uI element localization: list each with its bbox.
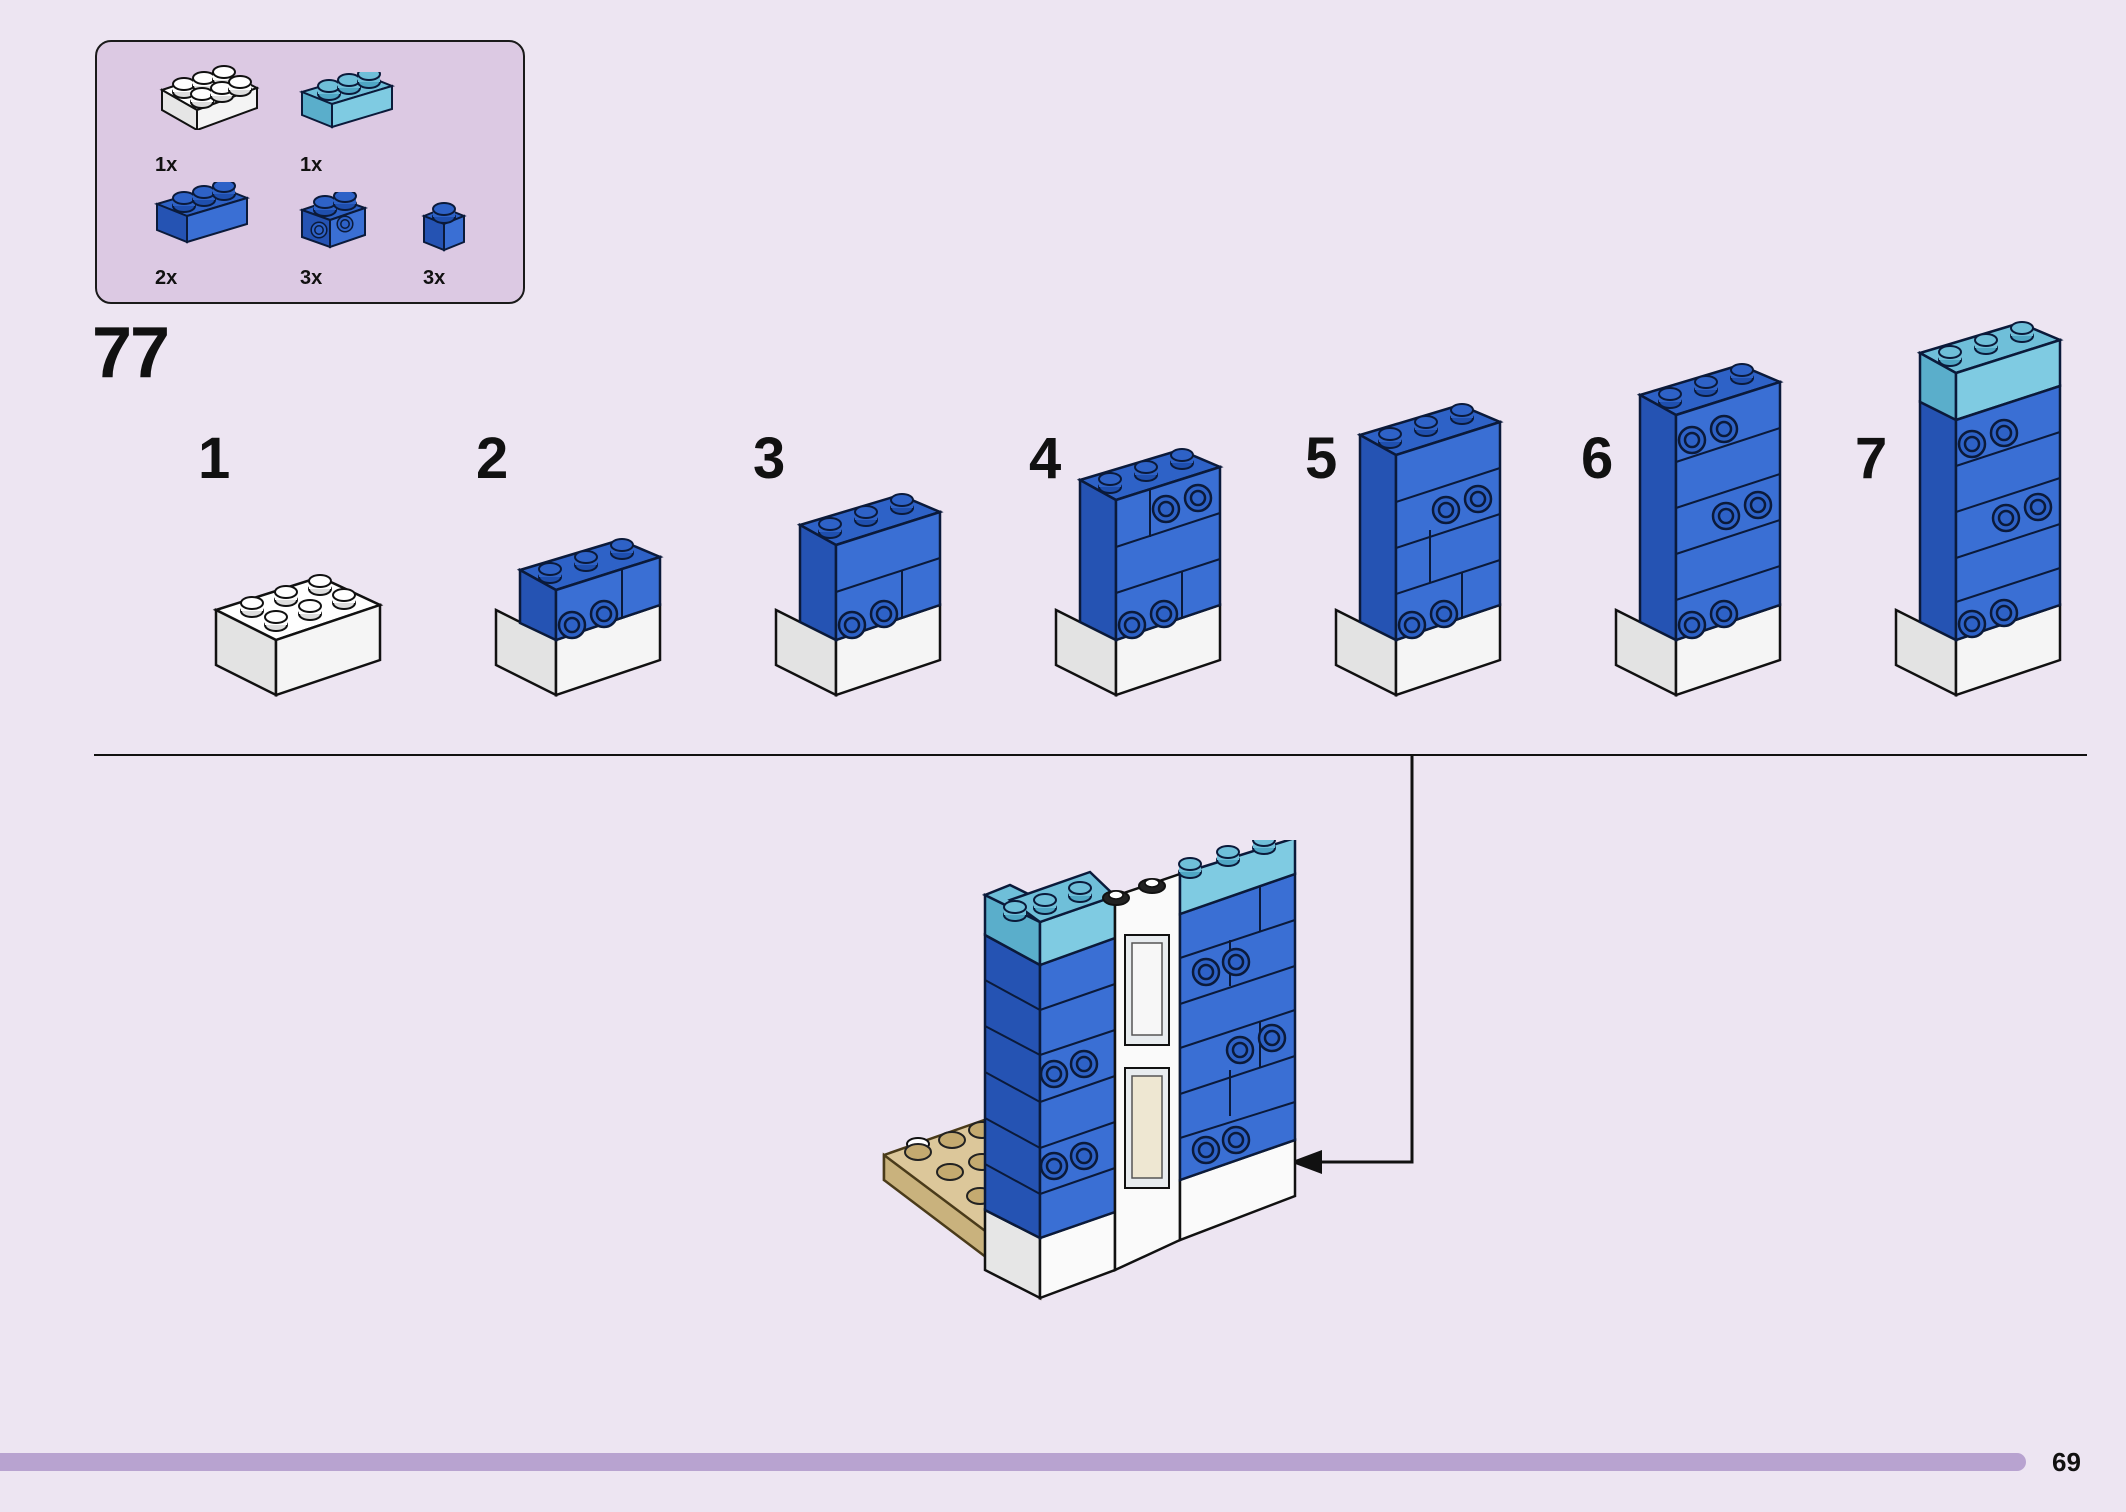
page-footer-bar: [0, 1453, 2026, 1471]
substep-model-6: [1614, 363, 1784, 698]
parts-list-box: 1x 1x 2x 3x 3x: [95, 40, 525, 304]
substep-model-1: [212, 574, 384, 698]
section-divider: [94, 754, 2087, 756]
substep-number-1: 1: [198, 426, 231, 491]
substep-model-2: [494, 538, 664, 698]
substep-number-5: 5: [1305, 426, 1338, 491]
callout-arrow: [1290, 754, 1414, 1174]
page-number: 69: [2052, 1447, 2081, 1477]
brick-2x3-white-icon: [159, 65, 260, 130]
part-quantity: 2x: [155, 267, 178, 289]
brick-1x3-lightblue-icon: [298, 72, 396, 129]
brick-1x1-blue-icon: [421, 202, 467, 252]
substep-model-4: [1054, 448, 1224, 698]
main-assembly-model: [882, 840, 1297, 1301]
substep-number-6: 6: [1581, 426, 1614, 491]
substep-number-4: 4: [1029, 426, 1062, 491]
substep-model-5: [1334, 403, 1504, 698]
step-number: 77: [92, 313, 170, 393]
substep-number-3: 3: [753, 426, 786, 491]
substep-number-7: 7: [1855, 426, 1888, 491]
substep-number-2: 2: [476, 426, 509, 491]
part-quantity: 1x: [300, 154, 323, 176]
brick-1x2-blue-studs-side-icon: [298, 192, 369, 249]
part-quantity: 1x: [155, 154, 178, 176]
part-quantity: 3x: [300, 267, 323, 289]
substep-model-7: [1894, 321, 2064, 698]
substep-model-3: [774, 493, 944, 698]
part-quantity: 3x: [423, 267, 446, 289]
brick-1x3-blue-icon: [153, 182, 251, 244]
